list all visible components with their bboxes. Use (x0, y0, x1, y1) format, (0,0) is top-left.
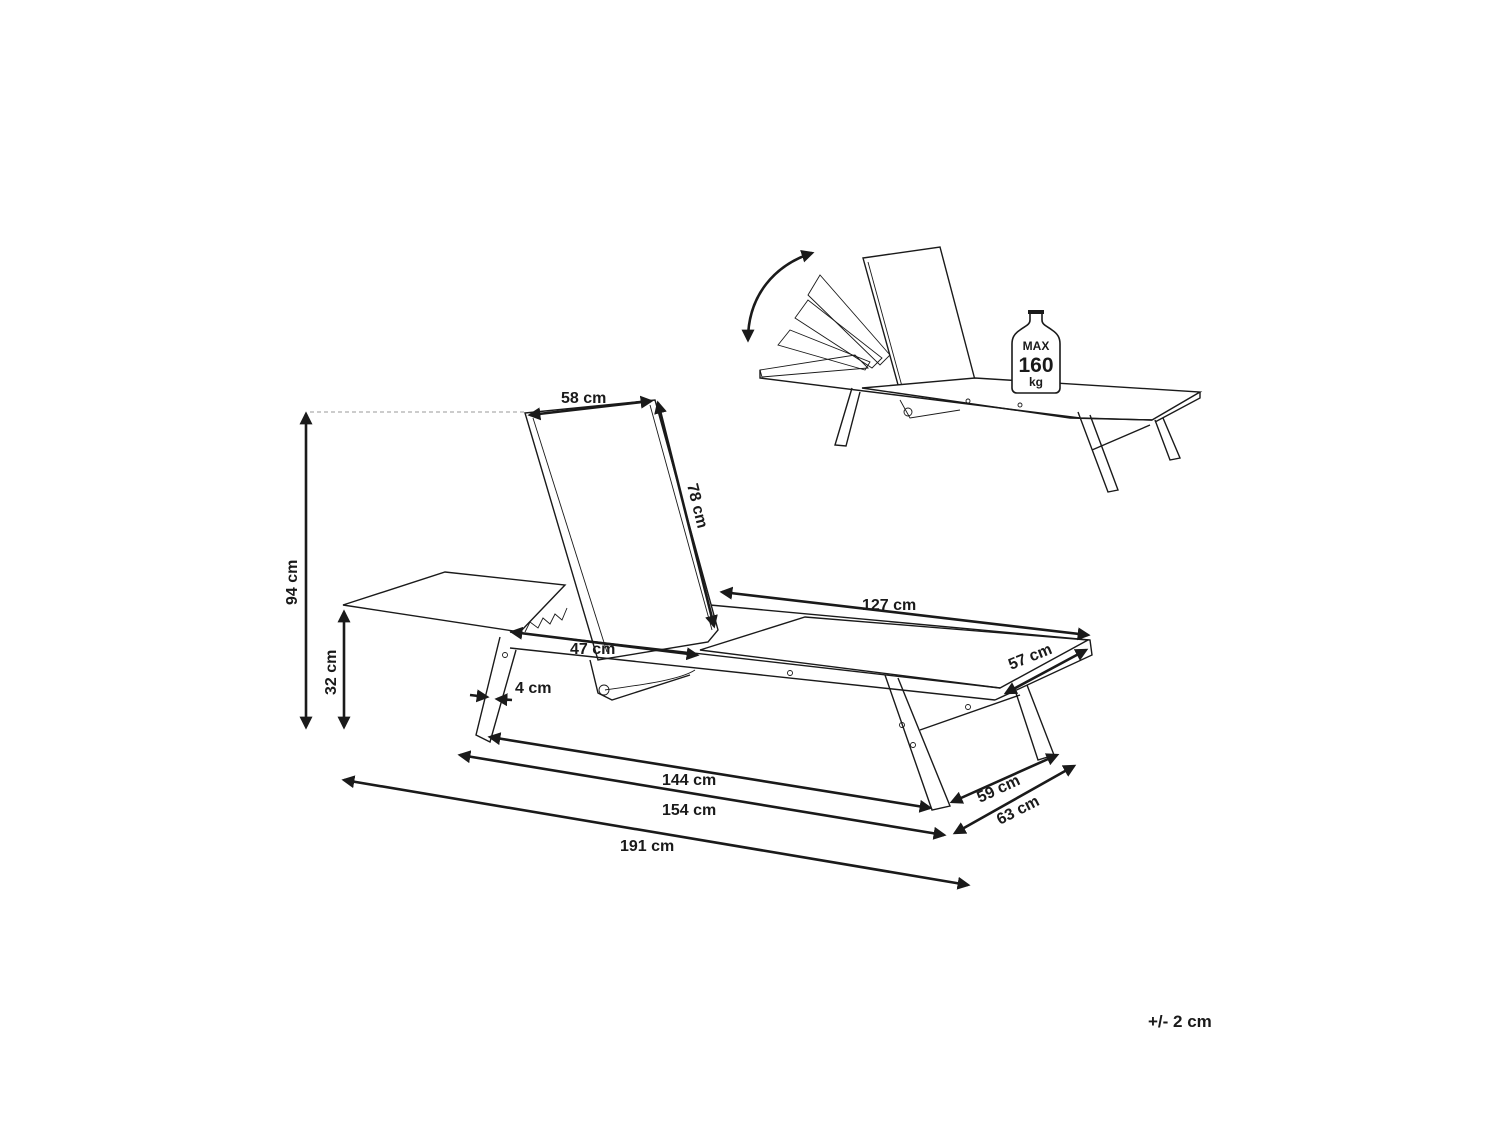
label-frame-length: 154 cm (662, 802, 716, 819)
tolerance-note: +/- 2 cm (1148, 1012, 1212, 1031)
weight-unit: kg (1029, 375, 1043, 389)
arrow-frame-length (457, 750, 947, 840)
arrow-frame-thickness-left (469, 689, 490, 703)
arrow-backrest-width (527, 395, 654, 421)
label-frame-thickness: 4 cm (515, 680, 551, 697)
label-seat-height: 32 cm (323, 650, 340, 695)
arrow-outer-width (952, 764, 1077, 835)
weight-icon: MAX 160 kg (1011, 310, 1061, 394)
arrow-middle-section (509, 626, 700, 661)
label-backrest-width: 58 cm (561, 390, 606, 407)
arrow-seat-section (719, 586, 1091, 641)
arrow-backrest-length (654, 400, 718, 629)
weight-label: MAX (1023, 339, 1050, 353)
arrow-seat-width (1003, 648, 1089, 695)
label-middle-section: 47 cm (570, 641, 615, 658)
weight-value: 160 (1018, 354, 1053, 377)
arrow-total-length (341, 775, 971, 890)
label-total-height: 94 cm (284, 560, 301, 605)
label-leg-span: 144 cm (662, 772, 716, 789)
dimension-arrows (299, 395, 1091, 890)
recline-arrow-icon (741, 250, 815, 343)
lounger-recline-drawing (759, 246, 1203, 493)
lounger-main-drawing (342, 399, 1093, 811)
label-total-length: 191 cm (620, 838, 674, 855)
arrow-frame-thickness-right (494, 693, 513, 707)
label-seat-section: 127 cm (862, 597, 916, 614)
